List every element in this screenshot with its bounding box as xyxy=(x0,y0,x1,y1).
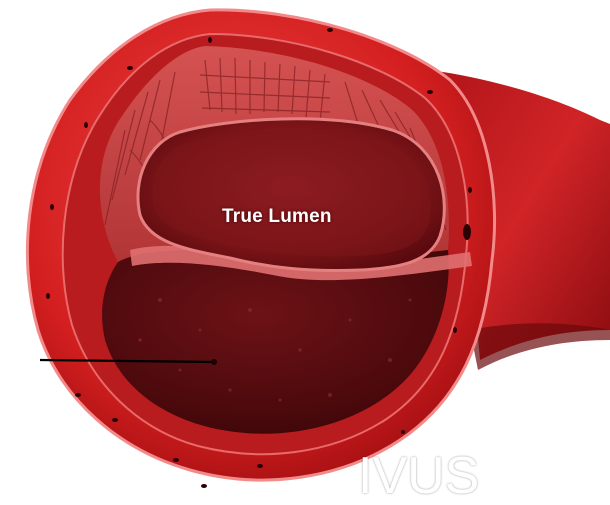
true-lumen-label: True Lumen xyxy=(222,206,382,228)
ivus-watermark: IVUS xyxy=(358,448,558,504)
vessel-tube-shadow xyxy=(470,323,610,370)
pointer-dot xyxy=(211,359,217,365)
